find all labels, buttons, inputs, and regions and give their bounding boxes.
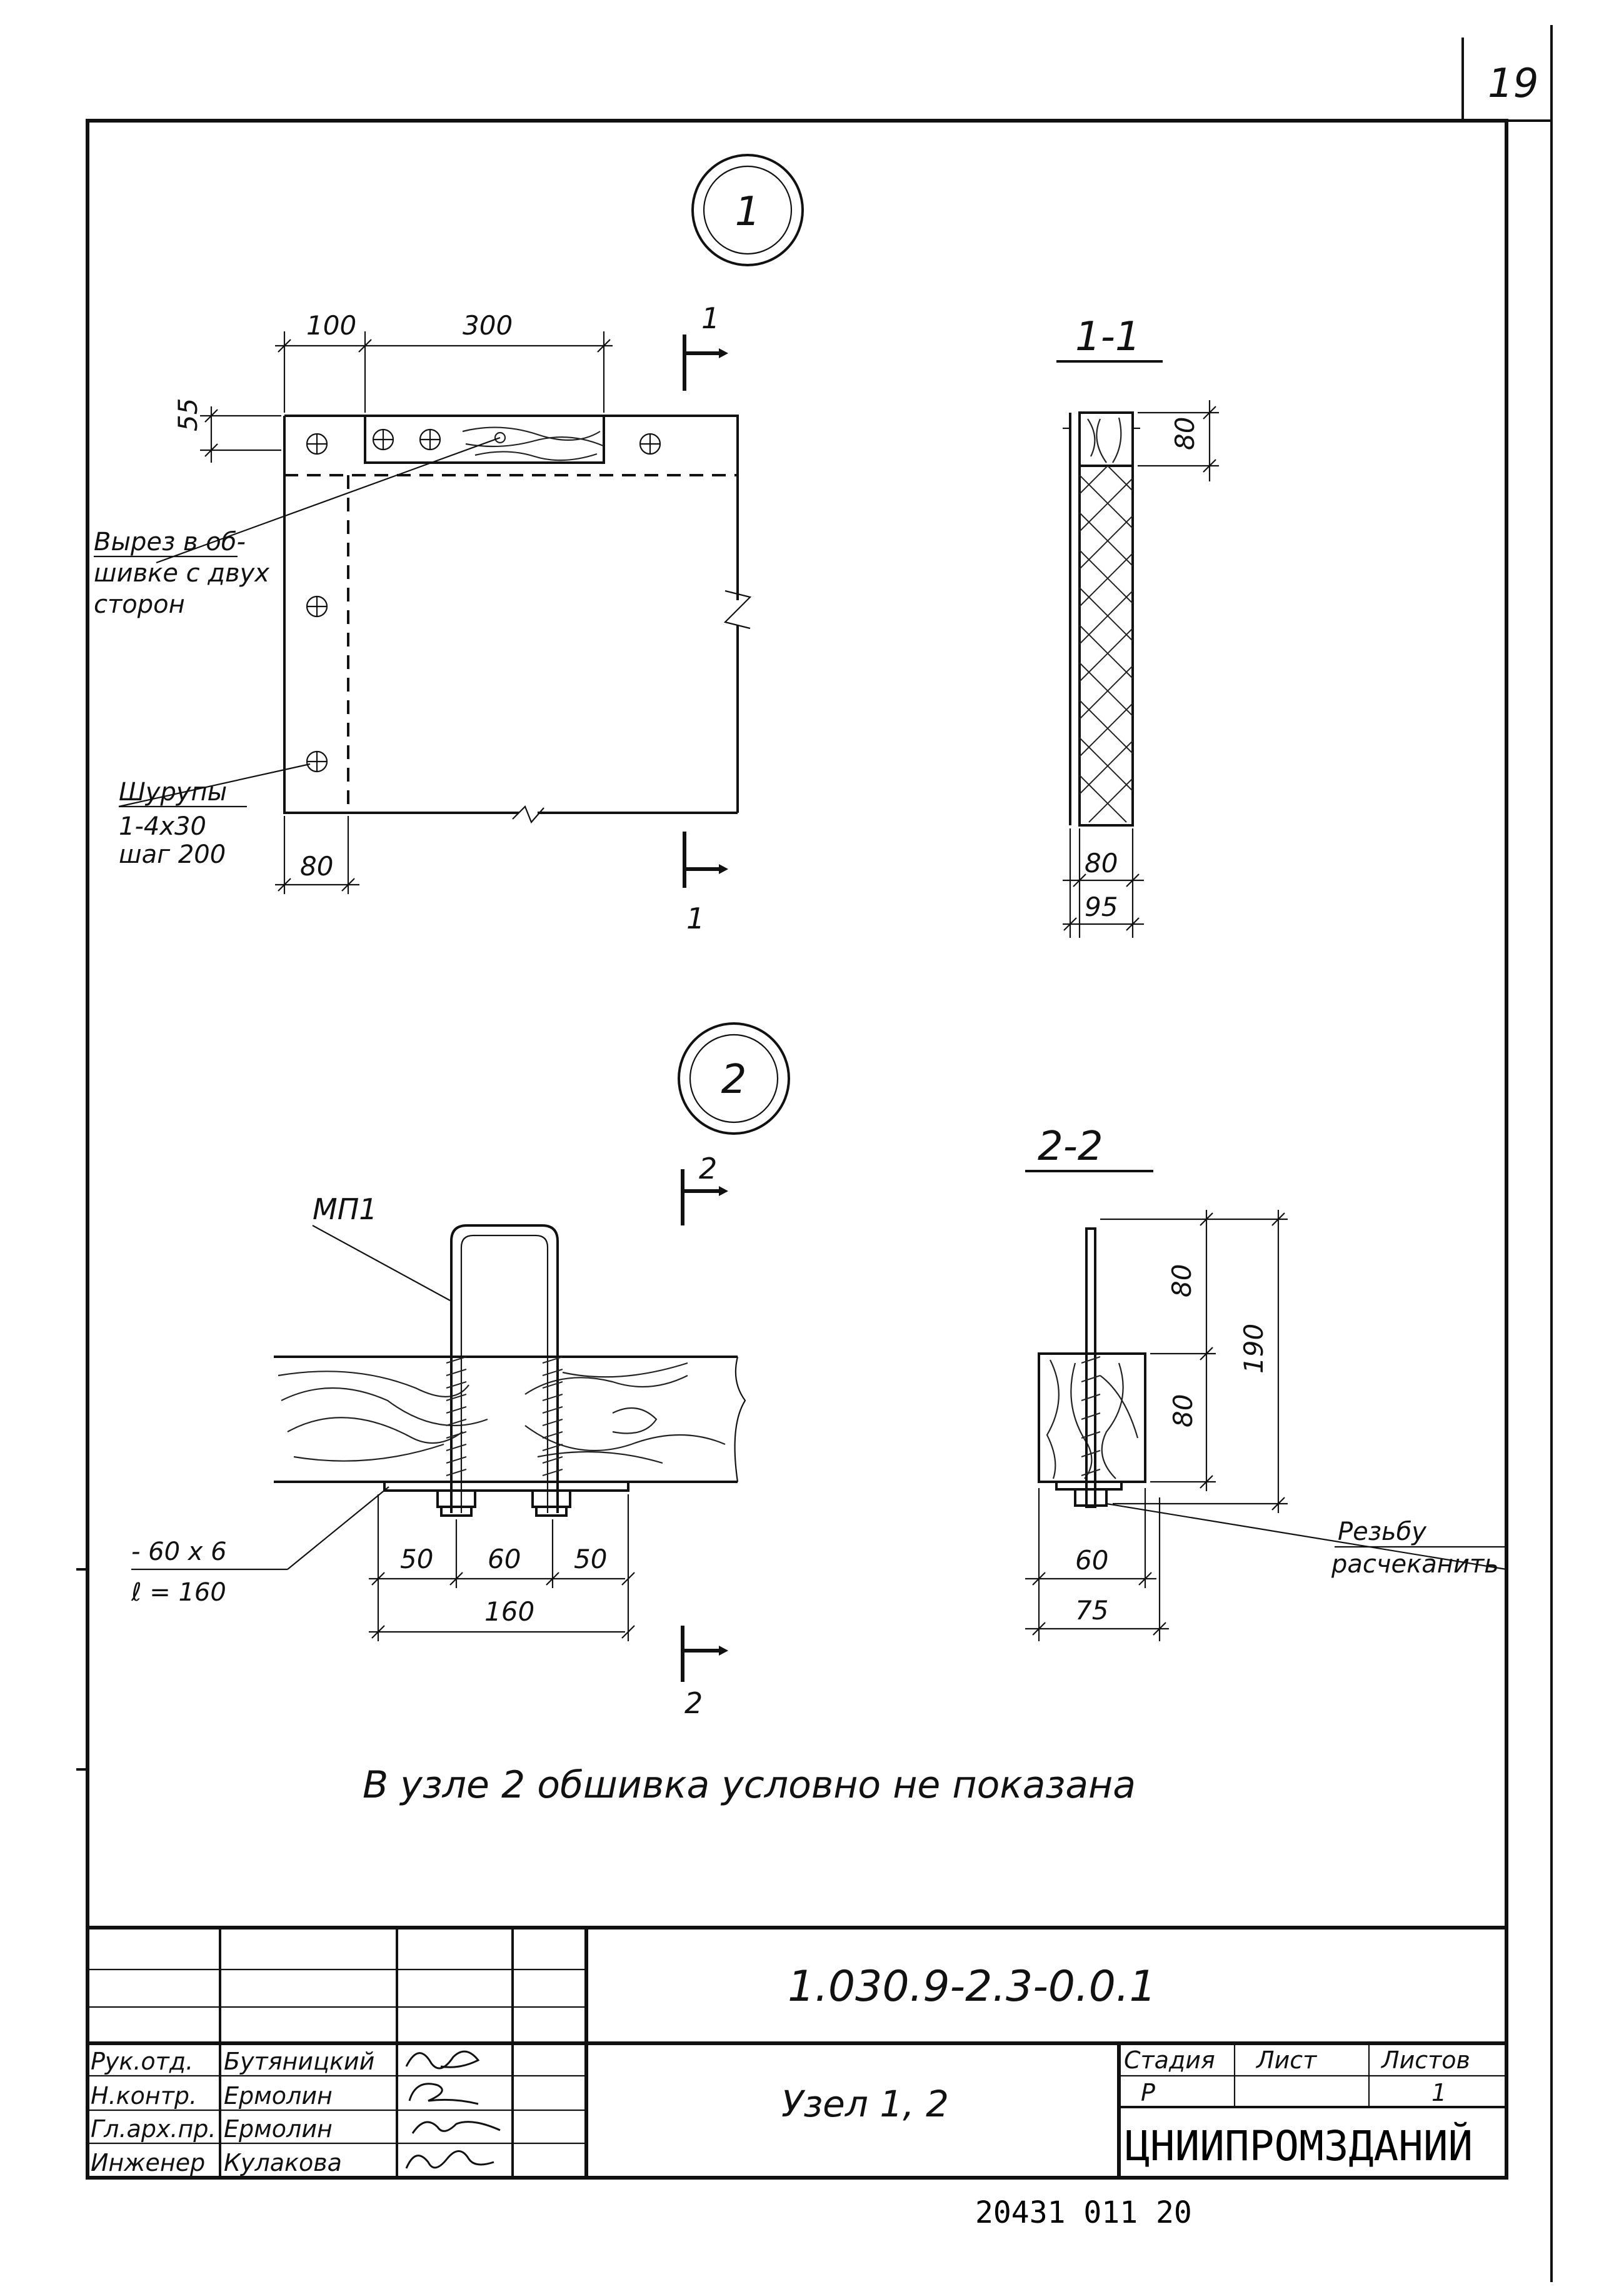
node1-plan: 100 300 55 80 1 1 <box>118 301 752 935</box>
page-number: 19 <box>1488 61 1538 107</box>
title-block <box>88 1926 1506 2178</box>
steel-plate <box>383 1481 629 1492</box>
organization-name: ЦНИИПРОМЗДАНИЙ <box>1125 2121 1473 2170</box>
section11-dim-80-bottom: 80 <box>1085 848 1118 878</box>
sheets-value: 1 <box>1431 2079 1446 2106</box>
section-1-1-title: 1-1 <box>1075 314 1141 360</box>
plate-callout-line2: ℓ = 160 <box>131 1578 226 1607</box>
plate-callout: - 60 х 6 ℓ = 160 <box>131 1537 227 1607</box>
section11-dim-80-top: 80 <box>1170 417 1200 450</box>
drawing-caption: В узле 2 обшивка условно не показана <box>363 1763 1136 1807</box>
staff-name: Ермолин <box>224 2115 333 2143</box>
screw-holes <box>306 428 661 773</box>
cutout-note-line3: сторон <box>94 590 185 619</box>
section22-dim-190: 190 <box>1238 1324 1269 1374</box>
node1-marker: 1 <box>691 154 804 266</box>
node1-dim-300: 300 <box>463 310 513 341</box>
node1-section-top: 1 <box>701 301 719 335</box>
screws-note-line3: шаг 200 <box>119 840 226 869</box>
staff-role: Гл.арх.пр. <box>91 2115 216 2143</box>
section22-dim-80-upper: 80 <box>1166 1264 1197 1297</box>
node1-dim-80: 80 <box>300 851 333 882</box>
staff-role: Рук.отд. <box>91 2048 193 2075</box>
plate-callout-line1: - 60 х 6 <box>131 1537 227 1566</box>
cutout-note-line2: шивке с двух <box>94 559 269 588</box>
node1-callout-cutout: Вырез в об- шивке с двух сторон <box>94 528 269 619</box>
doc-code: 1.030.9-2.3-0.0.1 <box>788 1962 1156 2011</box>
thread-note-line1: Резьбу <box>1338 1517 1427 1546</box>
section-2-2-title: 2-2 <box>1038 1124 1103 1170</box>
section-1-1: 1-1 <box>1056 314 1219 938</box>
cutout-recess <box>364 415 605 464</box>
staff-role: Инженер <box>91 2149 205 2176</box>
thread-note: Резьбу расчеканить <box>1331 1517 1499 1579</box>
cutout-note-line1: Вырез в об- <box>94 528 246 556</box>
node2-section-top: 2 <box>699 1152 717 1185</box>
node2-dim-50-left: 50 <box>400 1544 433 1574</box>
stage-value: Р <box>1141 2079 1155 2106</box>
thread-note-line2: расчеканить <box>1331 1550 1499 1579</box>
node1-dim-55: 55 <box>173 398 203 431</box>
section11-dim-95: 95 <box>1085 892 1118 922</box>
node2-dim-160: 160 <box>484 1596 534 1627</box>
screws-note-line1: Шурупы <box>119 778 227 807</box>
staff-role: Н.контр. <box>91 2082 197 2110</box>
sheet-frame <box>76 25 1553 2282</box>
staff-name: Бутяницкий <box>224 2048 374 2075</box>
staff-name: Кулакова <box>224 2149 342 2176</box>
section22-dim-75: 75 <box>1075 1595 1108 1626</box>
signatures <box>405 2050 501 2169</box>
node2-dim-60: 60 <box>488 1544 521 1574</box>
node1-dim-100: 100 <box>306 310 356 341</box>
node2-elevation: 2 2 50 60 50 160 <box>131 1152 746 1720</box>
section22-dim-60: 60 <box>1075 1545 1108 1576</box>
mp1-label: МП1 <box>313 1192 378 1226</box>
node2-marker-label: 2 <box>721 1057 747 1103</box>
sheet-header: Лист <box>1255 2046 1318 2074</box>
staff-table: Рук.отд. Бутяницкий Н.контр. Ермолин Гл.… <box>91 2048 374 2176</box>
node2-dim-50-right: 50 <box>574 1544 607 1574</box>
bottom-code: 20431 011 20 <box>975 2195 1192 2230</box>
section-2-2: 2-2 <box>1025 1124 1507 1641</box>
node2-marker: 2 <box>678 1022 790 1135</box>
staff-name: Ермолин <box>224 2082 333 2110</box>
section22-dim-80-lower: 80 <box>1168 1394 1198 1427</box>
sheet-title: Узел 1, 2 <box>781 2083 949 2125</box>
node2-section-bottom: 2 <box>684 1686 703 1720</box>
node1-callout-screws: Шурупы 1-4х30 шаг 200 <box>119 778 247 869</box>
sheets-header: Листов <box>1380 2046 1470 2074</box>
screws-note-line2: 1-4х30 <box>119 812 206 841</box>
node1-section-bottom: 1 <box>686 902 704 935</box>
node1-marker-label: 1 <box>735 189 761 235</box>
stage-header: Стадия <box>1124 2046 1215 2074</box>
